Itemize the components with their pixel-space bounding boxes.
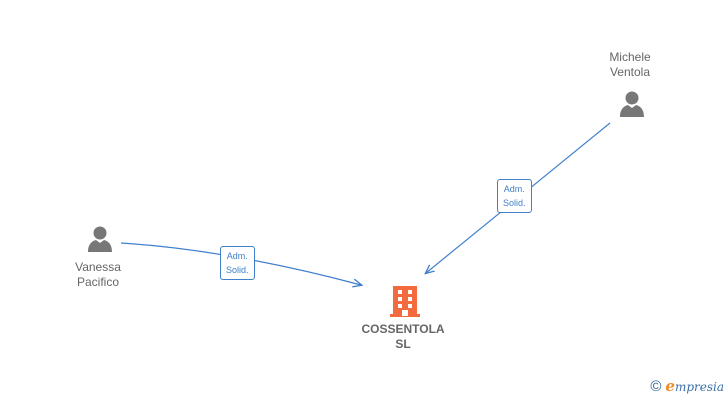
brand-logo-text: mpresia <box>674 380 724 394</box>
person-name-line1: Vanessa <box>75 260 121 274</box>
building-icon[interactable] <box>390 286 420 317</box>
person-icon[interactable] <box>620 91 644 118</box>
edge-role-line1: Adm. <box>503 184 525 194</box>
brand-logo-initial: e <box>665 377 675 395</box>
person-name-line1: Michele <box>609 50 651 64</box>
brand-logo: empresia <box>665 377 724 395</box>
edge-role-line2: Solid. <box>226 265 249 275</box>
edge-role-line1: Adm. <box>226 251 248 261</box>
copyright-icon: © <box>650 377 662 395</box>
company-name-line2: SL <box>395 337 411 351</box>
company-label[interactable]: COSSENTOLA SL <box>355 322 451 352</box>
edge-label-michele: Adm. Solid. <box>497 179 532 213</box>
person-name-line2: Pacifico <box>76 275 120 289</box>
edge-role-line2: Solid. <box>503 198 526 208</box>
person-label-vanessa[interactable]: Vanessa Pacifico <box>68 260 128 290</box>
person-label-michele[interactable]: Michele Ventola <box>600 50 660 80</box>
person-name-line2: Ventola <box>609 65 651 79</box>
person-icon[interactable] <box>88 226 112 253</box>
edge-label-vanessa: Adm. Solid. <box>220 246 255 280</box>
company-name-line1: COSSENTOLA <box>361 322 445 336</box>
brand-footer[interactable]: © empresia <box>650 377 724 395</box>
